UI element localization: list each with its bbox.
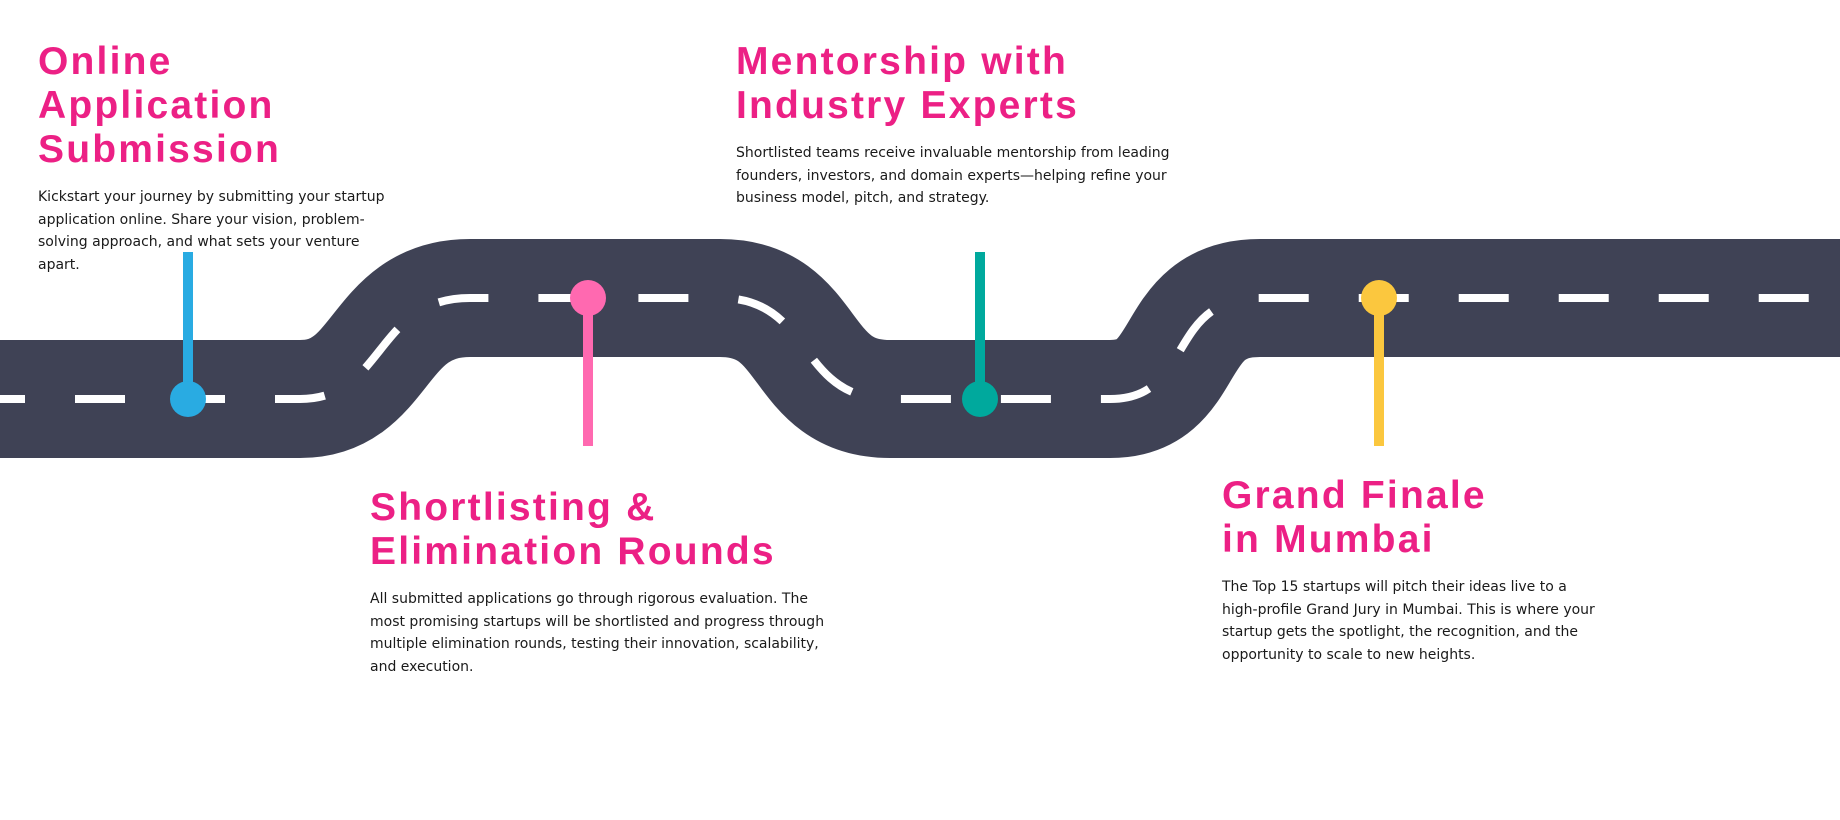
step-title-line: Grand Finale: [1222, 474, 1487, 517]
step-title-line: Elimination Rounds: [370, 530, 776, 573]
lane-marking: [0, 294, 1840, 403]
step-title-line: Shortlisting &: [370, 486, 657, 529]
milestone-pin-1: [170, 252, 206, 417]
step-title: Shortlisting &Elimination Rounds: [370, 486, 840, 574]
step-title-line: Industry Experts: [736, 84, 1079, 127]
step-description: Shortlisted teams receive invaluable men…: [736, 145, 1170, 206]
step-shortlisting: Shortlisting &Elimination Rounds All sub…: [370, 486, 840, 678]
milestone-pin-3: [962, 252, 998, 417]
step-title-line: Online Application: [38, 40, 275, 127]
step-description: All submitted applications go through ri…: [370, 591, 825, 675]
step-title-line: in Mumbai: [1222, 518, 1435, 561]
step-title-line: Submission: [38, 128, 282, 171]
road-surface: [0, 239, 1840, 458]
step-description: The Top 15 startups will pitch their ide…: [1222, 579, 1595, 663]
step-description: Kickstart your journey by submitting you…: [38, 189, 385, 273]
milestone-pin-2: [570, 280, 606, 446]
milestone-pin-4: [1361, 280, 1397, 446]
step-title-line: Mentorship with: [736, 40, 1068, 83]
